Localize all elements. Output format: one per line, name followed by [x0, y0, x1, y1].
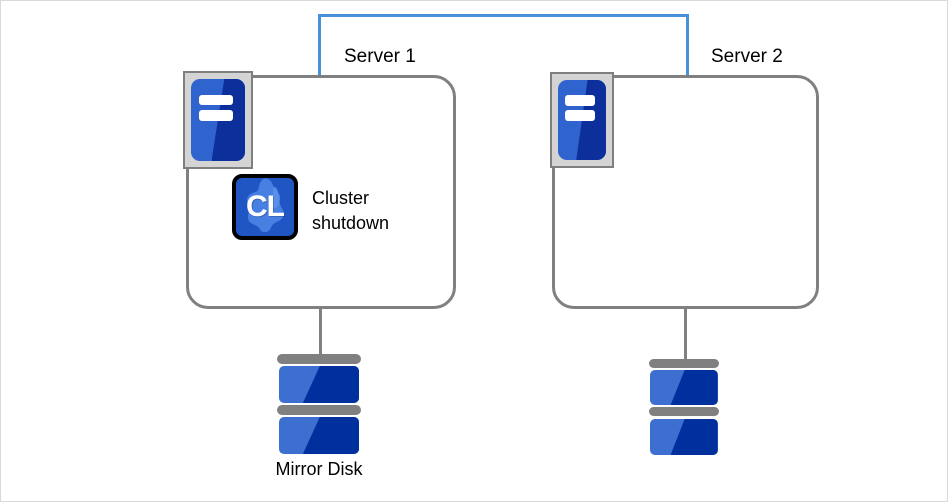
machine-slot-bar: [198, 110, 233, 121]
disk-body-lower: [278, 417, 360, 454]
server2-label: Server 2: [711, 46, 783, 67]
network-link-horizontal: [318, 14, 689, 17]
machine-slot-bar: [198, 94, 233, 106]
network-link-drop-server1: [318, 14, 321, 75]
server1-label: Server 1: [344, 46, 416, 67]
server-machine-icon[interactable]: [183, 71, 253, 169]
machine-slot-bar: [564, 110, 595, 121]
disk-body-upper: [650, 370, 718, 405]
mirror-disk-right[interactable]: [649, 359, 719, 455]
disk-plate-middle: [649, 407, 719, 416]
cluster-splash-shape: [246, 178, 284, 233]
cluster-icon[interactable]: CL: [232, 174, 298, 240]
server1-disk-connector: [319, 309, 322, 356]
disk-body-lower: [650, 419, 718, 455]
machine-body: [558, 80, 606, 160]
network-link-drop-server2: [686, 14, 689, 75]
cluster-icon-glyph: CL: [246, 190, 285, 223]
server2-disk-connector: [684, 309, 687, 359]
server-machine-icon[interactable]: [550, 72, 614, 168]
disk-body-upper: [278, 366, 360, 403]
disk-plate-top: [649, 359, 719, 368]
server2-box[interactable]: [552, 75, 819, 309]
disk-plate-top: [277, 354, 361, 364]
machine-body: [191, 79, 245, 161]
mirror-disk-label: Mirror Disk: [275, 459, 363, 479]
disk-plate-middle: [277, 405, 361, 415]
mirror-disk-left[interactable]: [277, 354, 361, 454]
machine-slot-bar: [564, 95, 595, 106]
cluster-shutdown-label: Cluster shutdown: [312, 188, 390, 233]
